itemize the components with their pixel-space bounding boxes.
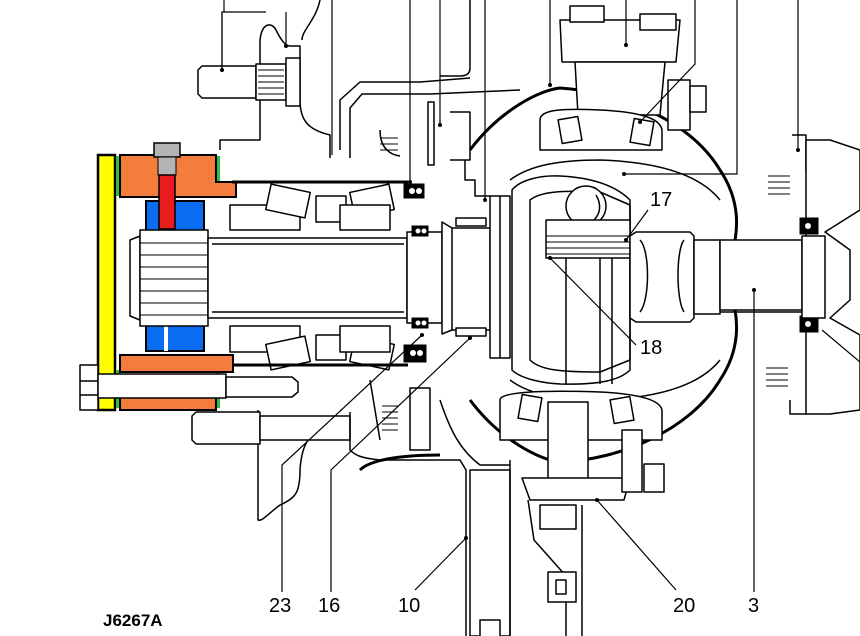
bolt-head: [153, 142, 181, 158]
callout-20: 20: [673, 595, 695, 617]
bolt-collar: [157, 156, 177, 176]
callout-17: 17: [650, 189, 672, 211]
pinion-bearings: [229, 180, 487, 371]
spline: [139, 229, 209, 327]
spacer: [216, 156, 220, 182]
pinion-shaft: [129, 195, 511, 359]
callout-10: 10: [398, 595, 420, 617]
callout-23: 23: [269, 595, 291, 617]
housing: [191, 0, 860, 636]
figure-id: J6267A: [103, 611, 163, 630]
spacer: [116, 156, 120, 196]
threaded-rod: [158, 174, 176, 230]
callout-18: 18: [640, 337, 662, 359]
callout-3: 3: [748, 595, 759, 617]
leader-lines: [220, 0, 860, 592]
callout-labels: 17 18 23 16 10 20 3 J6267A: [103, 189, 759, 630]
fixture-plate: [96, 153, 117, 412]
through-bolt: [79, 364, 99, 411]
callout-16: 16: [318, 595, 340, 617]
